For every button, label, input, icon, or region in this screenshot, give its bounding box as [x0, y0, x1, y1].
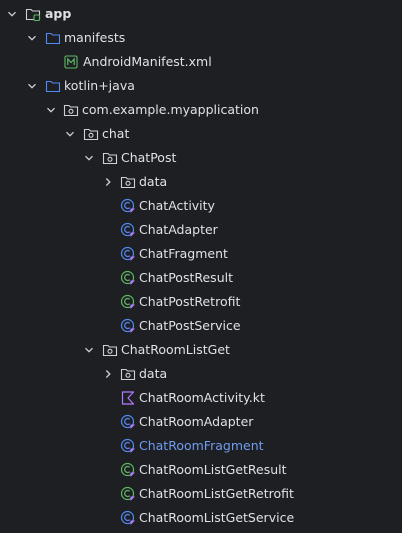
tree-node-label: ChatRoomListGetService: [139, 510, 295, 525]
chevron-right-icon[interactable]: [102, 368, 114, 380]
package-icon: [102, 342, 118, 358]
tree-node-app[interactable]: app: [0, 2, 402, 26]
tree-node-label: ChatPostService: [139, 318, 241, 333]
tree-node-chatroomlistget[interactable]: ChatRoomListGet: [0, 338, 402, 362]
kotlin-data-class-icon: [120, 294, 136, 310]
chevron-down-icon[interactable]: [45, 104, 57, 116]
tree-node-chat-fragment[interactable]: ChatFragment: [0, 242, 402, 266]
tree-node-android-manifest[interactable]: AndroidManifest.xml: [0, 50, 402, 74]
tree-node-chat-room-list-get-retrofit[interactable]: ChatRoomListGetRetrofit: [0, 482, 402, 506]
package-icon: [120, 366, 136, 382]
tree-node-chat-room-fragment[interactable]: ChatRoomFragment: [0, 434, 402, 458]
chevron-down-icon[interactable]: [26, 32, 38, 44]
manifest-file-icon: [63, 54, 79, 70]
tree-node-label: ChatRoomFragment: [139, 438, 264, 453]
tree-node-label: ChatFragment: [139, 246, 228, 261]
kotlin-class-icon: [120, 222, 136, 238]
kotlin-data-class-icon: [120, 462, 136, 478]
tree-node-label: ChatRoomListGet: [121, 342, 230, 357]
chevron-right-icon[interactable]: [102, 176, 114, 188]
tree-node-chat-post-result[interactable]: ChatPostResult: [0, 266, 402, 290]
kotlin-file-icon: [120, 390, 136, 406]
tree-node-label: ChatAdapter: [139, 222, 218, 237]
tree-node-label: ChatRoomListGetRetrofit: [139, 486, 294, 501]
kotlin-interface-icon: [120, 318, 136, 334]
chevron-down-icon[interactable]: [83, 152, 95, 164]
tree-node-chat-room-adapter[interactable]: ChatRoomAdapter: [0, 410, 402, 434]
tree-node-manifests[interactable]: manifests: [0, 26, 402, 50]
folder-icon: [45, 30, 61, 46]
tree-node-chat-activity[interactable]: ChatActivity: [0, 194, 402, 218]
kotlin-data-class-icon: [120, 270, 136, 286]
kotlin-class-icon: [120, 438, 136, 454]
tree-node-label: AndroidManifest.xml: [83, 54, 212, 69]
tree-node-label: ChatRoomActivity.kt: [139, 390, 265, 405]
tree-node-label: ChatPostResult: [139, 270, 233, 285]
tree-node-label: ChatActivity: [139, 198, 215, 213]
source-folder-icon: [45, 78, 61, 94]
tree-node-chatpost[interactable]: ChatPost: [0, 146, 402, 170]
package-icon: [83, 126, 99, 142]
kotlin-data-class-icon: [120, 486, 136, 502]
chevron-down-icon[interactable]: [26, 80, 38, 92]
package-icon: [63, 102, 79, 118]
chevron-down-icon[interactable]: [6, 8, 18, 20]
tree-node-label: ChatPostRetrofit: [139, 294, 241, 309]
tree-node-package[interactable]: com.example.myapplication: [0, 98, 402, 122]
tree-node-kotlin-java[interactable]: kotlin+java: [0, 74, 402, 98]
kotlin-interface-icon: [120, 510, 136, 526]
tree-node-chat-post-service[interactable]: ChatPostService: [0, 314, 402, 338]
kotlin-class-icon: [120, 414, 136, 430]
package-icon: [120, 174, 136, 190]
chevron-down-icon[interactable]: [83, 344, 95, 356]
tree-node-label: ChatRoomListGetResult: [139, 462, 287, 477]
kotlin-class-icon: [120, 198, 136, 214]
tree-node-chat[interactable]: chat: [0, 122, 402, 146]
tree-node-chat-post-retrofit[interactable]: ChatPostRetrofit: [0, 290, 402, 314]
package-icon: [102, 150, 118, 166]
tree-node-label: manifests: [64, 30, 126, 45]
tree-node-label: data: [139, 366, 168, 381]
tree-node-label: ChatRoomAdapter: [139, 414, 254, 429]
tree-node-chat-room-list-get-result[interactable]: ChatRoomListGetResult: [0, 458, 402, 482]
tree-node-label: app: [45, 6, 72, 21]
chevron-down-icon[interactable]: [64, 128, 76, 140]
tree-node-chat-room-activity-kt[interactable]: ChatRoomActivity.kt: [0, 386, 402, 410]
kotlin-class-icon: [120, 246, 136, 262]
tree-node-chat-adapter[interactable]: ChatAdapter: [0, 218, 402, 242]
tree-node-chatpost-data[interactable]: data: [0, 170, 402, 194]
tree-node-label: com.example.myapplication: [82, 102, 259, 117]
tree-node-chatroomlistget-data[interactable]: data: [0, 362, 402, 386]
module-folder-icon: [25, 6, 41, 22]
tree-node-label: chat: [102, 126, 130, 141]
tree-node-label: kotlin+java: [64, 78, 135, 93]
tree-node-chat-room-list-get-service[interactable]: ChatRoomListGetService: [0, 506, 402, 530]
tree-node-label: data: [139, 174, 168, 189]
tree-node-label: ChatPost: [121, 150, 177, 165]
